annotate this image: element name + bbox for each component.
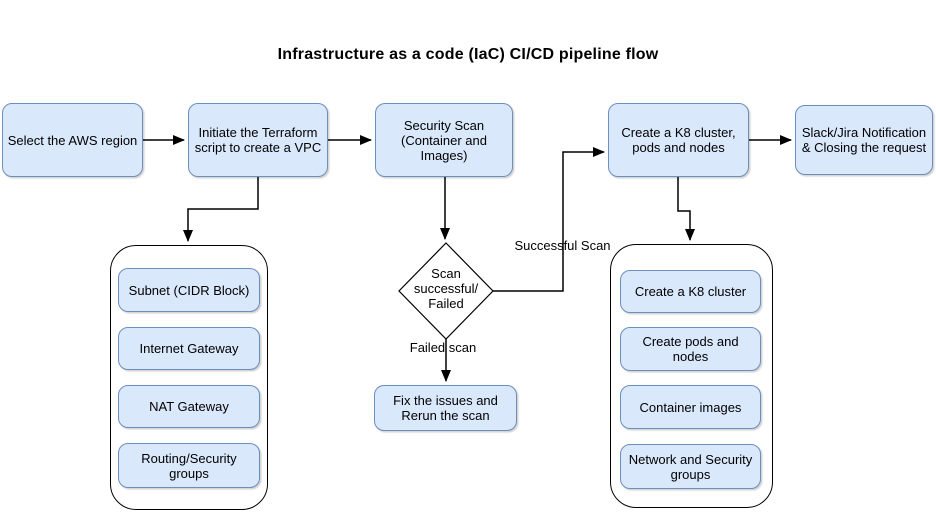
node-nat-gateway: NAT Gateway <box>118 385 260 428</box>
decision-label: Scan successful/ Failed <box>413 266 479 311</box>
diagram-title: Infrastructure as a code (IaC) CI/CD pip… <box>277 46 659 63</box>
arrow-k8-to-k8-group <box>677 177 695 241</box>
node-internet-gateway: Internet Gateway <box>118 327 260 370</box>
node-label: Security Scan (Container and Images) <box>401 117 487 163</box>
node-k8-cluster: Create a K8 cluster, pods and nodes <box>608 103 749 177</box>
node-label: Fix the issues and Rerun the scan <box>393 393 498 423</box>
node-fix-issues: Fix the issues and Rerun the scan <box>374 385 517 431</box>
node-label: Initiate the Terraform script to create … <box>194 125 322 155</box>
node-routing-security-groups: Routing/Security groups <box>118 443 260 488</box>
node-label: Create a K8 cluster, pods and nodes <box>621 125 736 155</box>
node-container-images: Container images <box>620 385 761 429</box>
edge-label-successful-scan: Successful Scan <box>514 238 611 253</box>
node-label: Slack/Jira Notification & Closing the re… <box>801 125 927 155</box>
node-create-k8-cluster: Create a K8 cluster <box>620 270 761 313</box>
node-terraform-vpc: Initiate the Terraform script to create … <box>188 103 328 177</box>
node-subnet-cidr: Subnet (CIDR Block) <box>118 268 260 312</box>
node-create-pods-nodes: Create pods and nodes <box>620 327 761 371</box>
node-label: Select the AWS region <box>7 132 138 148</box>
node-label: Container images <box>639 399 742 415</box>
node-label: Routing/Security groups <box>141 450 237 481</box>
node-label: NAT Gateway <box>149 399 229 414</box>
arrow-terraform-to-vpc-group <box>183 177 259 242</box>
node-label: Internet Gateway <box>139 341 239 356</box>
node-select-aws-region: Select the AWS region <box>2 103 143 177</box>
node-security-scan: Security Scan (Container and Images) <box>375 103 513 177</box>
node-network-security-groups: Network and Security groups <box>620 444 761 489</box>
arrow-successful-scan <box>493 147 605 292</box>
node-label: Subnet (CIDR Block) <box>128 282 250 298</box>
node-label: Network and Security groups <box>628 451 753 482</box>
node-label: Create a K8 cluster <box>634 284 747 299</box>
edge-label-failed-scan: Failed scan <box>409 340 477 355</box>
decision-diamond <box>398 242 494 340</box>
node-slack-jira-notification: Slack/Jira Notification & Closing the re… <box>795 105 933 175</box>
node-label: Create pods and nodes <box>642 334 739 364</box>
